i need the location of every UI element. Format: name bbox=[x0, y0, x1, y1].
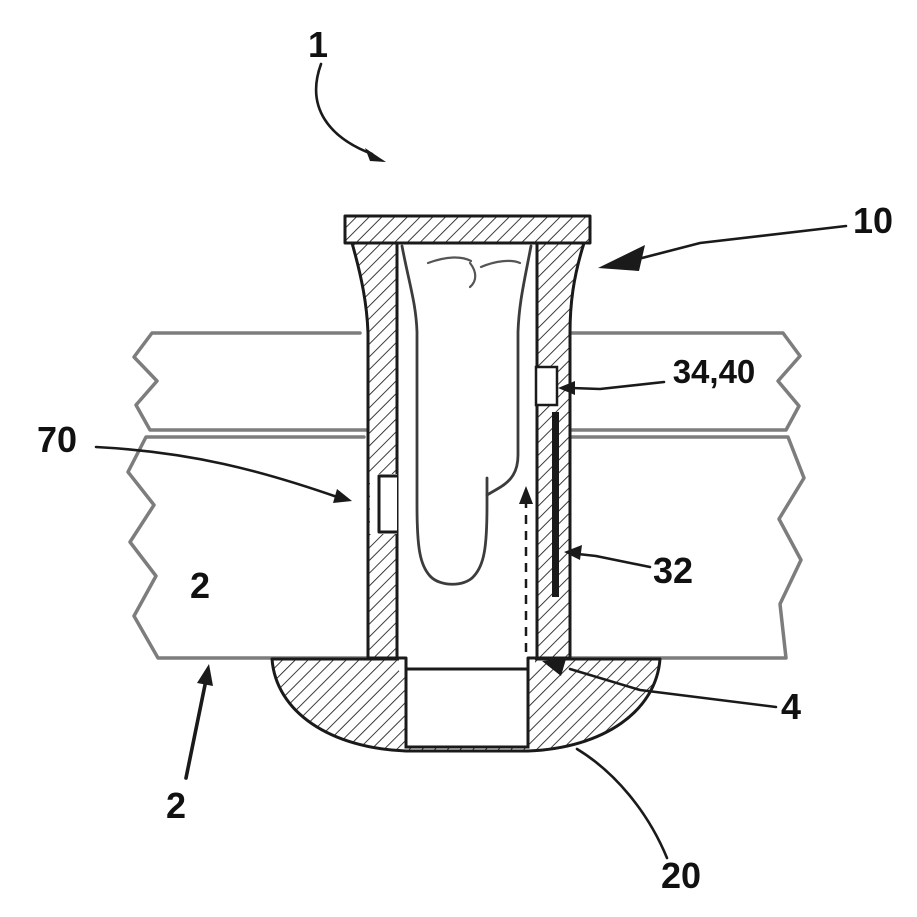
arrowhead-1 bbox=[365, 148, 386, 162]
leader-32 bbox=[576, 552, 652, 569]
arrowhead-10 bbox=[598, 245, 645, 271]
label-32: 32 bbox=[653, 550, 693, 591]
upper-panel-right bbox=[568, 331, 802, 432]
right-wall bbox=[535, 241, 586, 660]
arrowhead-4 bbox=[542, 659, 566, 676]
leader-20 bbox=[575, 747, 669, 860]
left-wall bbox=[350, 241, 399, 660]
pin-right-contour bbox=[485, 244, 533, 497]
top-flange bbox=[343, 214, 592, 245]
wall-bottom-step-left bbox=[395, 656, 408, 671]
arrowhead-2 bbox=[197, 664, 213, 686]
arrowhead-32 bbox=[564, 545, 582, 560]
bulb-group bbox=[270, 655, 662, 753]
label-2-lower: 2 bbox=[166, 785, 186, 826]
pin-detail-hook bbox=[468, 261, 477, 289]
bulb-notch bbox=[404, 667, 530, 749]
label-34-40: 34,40 bbox=[673, 353, 756, 390]
label-1: 1 bbox=[308, 24, 328, 65]
leader-1 bbox=[315, 62, 374, 156]
pin-detail-left bbox=[426, 256, 473, 265]
lower-panel-left bbox=[126, 435, 370, 660]
arrowhead-70 bbox=[333, 489, 352, 503]
pin-detail-right bbox=[479, 259, 522, 269]
leader-2 bbox=[184, 678, 208, 780]
panels bbox=[126, 331, 806, 660]
sleeve-body bbox=[343, 214, 592, 660]
label-10: 10 bbox=[853, 200, 893, 241]
label-4: 4 bbox=[781, 686, 801, 727]
leader-34-40 bbox=[570, 380, 666, 391]
recess-outline bbox=[377, 474, 399, 534]
leader-10 bbox=[640, 224, 848, 260]
lower-panel-right bbox=[564, 435, 806, 660]
arrowhead-34-40 bbox=[558, 381, 575, 395]
wall-bottom-step-right bbox=[526, 656, 539, 671]
pin-left-contour bbox=[400, 244, 489, 586]
insertion-arrow bbox=[519, 486, 533, 652]
leader-4 bbox=[568, 667, 778, 709]
recess-group bbox=[370, 474, 399, 534]
label-70: 70 bbox=[37, 419, 77, 460]
inner-pin bbox=[400, 244, 533, 586]
recess-clear bbox=[370, 474, 397, 534]
upper-panel-left bbox=[132, 331, 370, 432]
clip-window bbox=[534, 365, 559, 407]
leader-70 bbox=[94, 445, 342, 500]
insertion-arrow-head bbox=[519, 486, 533, 504]
label-2-upper: 2 bbox=[190, 565, 210, 606]
leaders bbox=[94, 62, 848, 860]
latch-arm bbox=[552, 412, 559, 597]
label-20: 20 bbox=[661, 855, 701, 896]
labels: 1 10 34,40 70 32 2 2 4 20 bbox=[37, 24, 893, 896]
bore-lower-clear bbox=[399, 655, 535, 671]
